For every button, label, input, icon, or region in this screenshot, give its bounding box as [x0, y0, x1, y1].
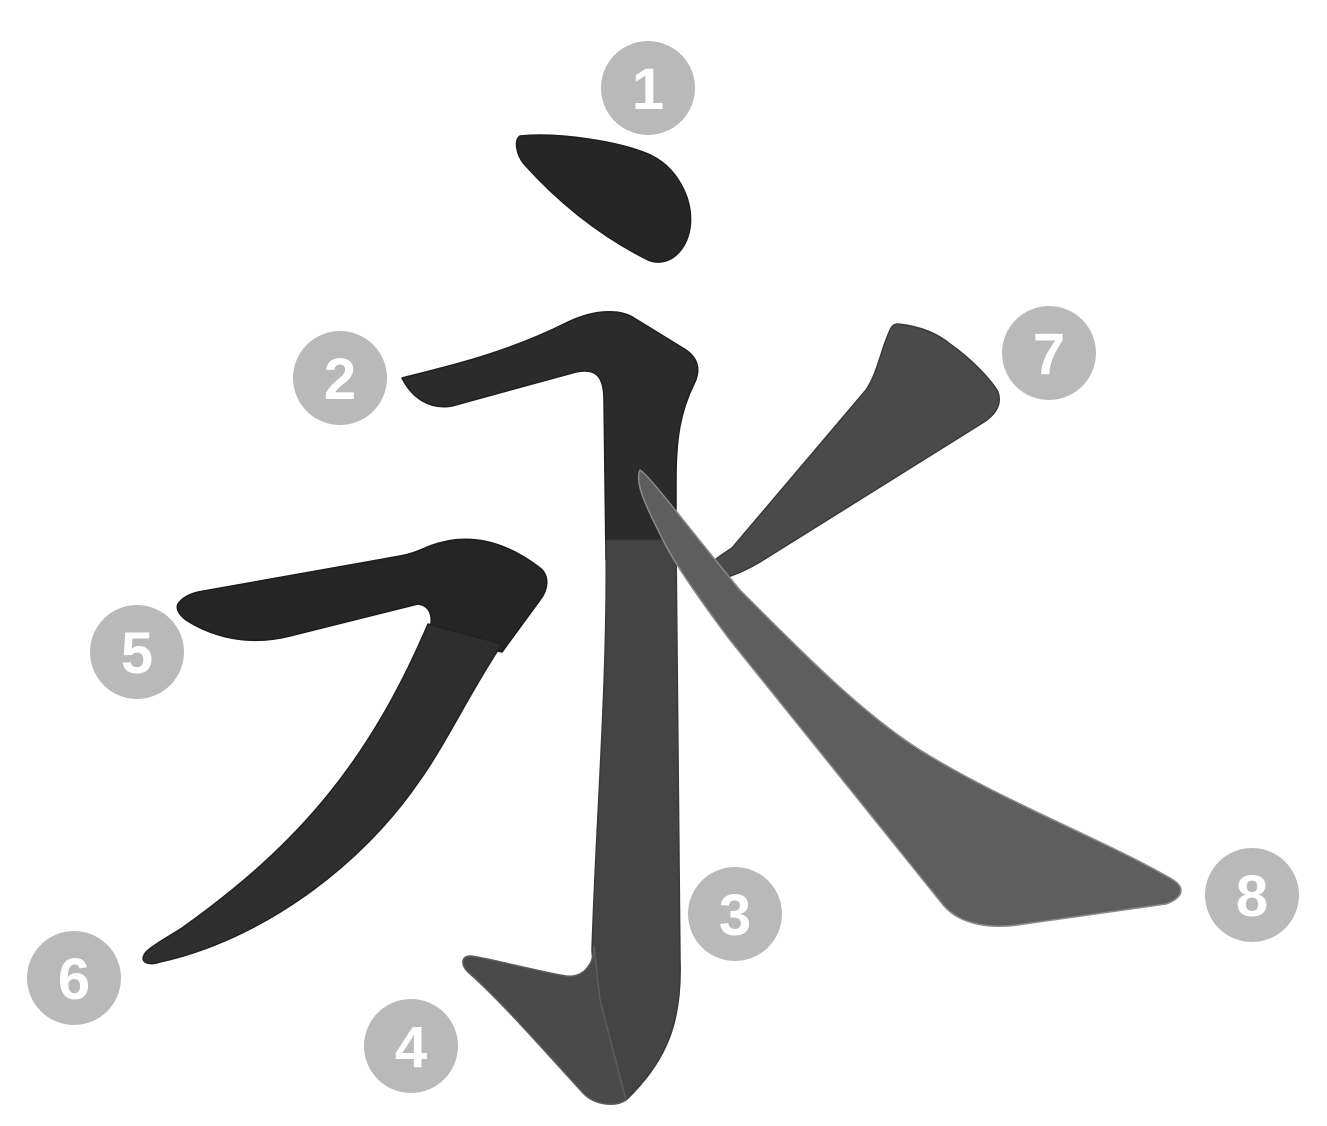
badge-circle	[1205, 848, 1299, 942]
stroke-5-horizontal-turn	[176, 538, 548, 653]
stroke-number-badge-2: 2	[293, 331, 387, 425]
stroke-number-badge-7: 7	[1002, 306, 1096, 400]
stroke-number-badge-5: 5	[90, 605, 184, 699]
badge-circle	[364, 999, 458, 1093]
stroke-number-badge-4: 4	[364, 999, 458, 1093]
badge-number: 6	[58, 947, 90, 1012]
stroke-number-badge-1: 1	[601, 41, 695, 135]
badge-circle	[27, 931, 121, 1025]
badge-circle	[1002, 306, 1096, 400]
badge-number: 8	[1236, 864, 1268, 929]
stroke-2-horizontal-turn	[401, 311, 699, 561]
stroke-1-dot	[515, 134, 692, 263]
badge-number: 2	[324, 347, 356, 412]
badge-circle	[90, 605, 184, 699]
stroke-number-badge-3: 3	[688, 867, 782, 961]
badge-number: 7	[1033, 322, 1065, 387]
badge-circle	[688, 867, 782, 961]
stroke-8-right-falling	[637, 469, 1182, 927]
badge-circle	[293, 331, 387, 425]
stroke-6-left-falling	[142, 623, 503, 965]
stroke-number-badge-6: 6	[27, 931, 121, 1025]
badge-number: 5	[121, 621, 153, 686]
badge-number: 4	[395, 1015, 427, 1080]
badge-circle	[601, 41, 695, 135]
stroke-7-rising	[700, 323, 1000, 582]
stroke-number-badge-8: 8	[1205, 848, 1299, 942]
stroke-3-vertical	[591, 539, 681, 1101]
badge-number: 3	[719, 883, 751, 948]
badge-number: 1	[632, 57, 664, 122]
stroke-4-hook	[462, 945, 627, 1106]
